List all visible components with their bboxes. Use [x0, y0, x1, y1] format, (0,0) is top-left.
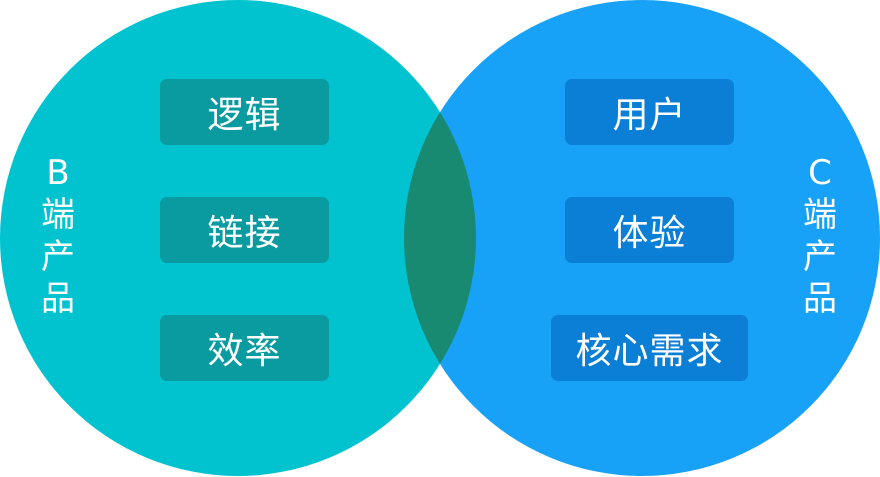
- c-side-label: C 端 产 品: [795, 152, 845, 320]
- b-label-char: B: [46, 153, 70, 193]
- b-item-logic: 逻辑: [160, 79, 329, 145]
- c-item-user: 用户: [565, 79, 734, 145]
- b-label-char: 品: [41, 279, 75, 319]
- c-label-char: C: [808, 153, 832, 193]
- c-label-char: 端: [803, 195, 837, 235]
- b-label-char: 产: [41, 237, 75, 277]
- b-item-link: 链接: [160, 197, 329, 263]
- b-label-char: 端: [41, 195, 75, 235]
- b-side-label: B 端 产 品: [33, 152, 83, 320]
- c-item-experience: 体验: [565, 197, 734, 263]
- b-item-efficiency: 效率: [160, 315, 329, 381]
- c-label-char: 产: [803, 237, 837, 277]
- c-item-core-needs: 核心需求: [551, 315, 748, 381]
- c-label-char: 品: [803, 279, 837, 319]
